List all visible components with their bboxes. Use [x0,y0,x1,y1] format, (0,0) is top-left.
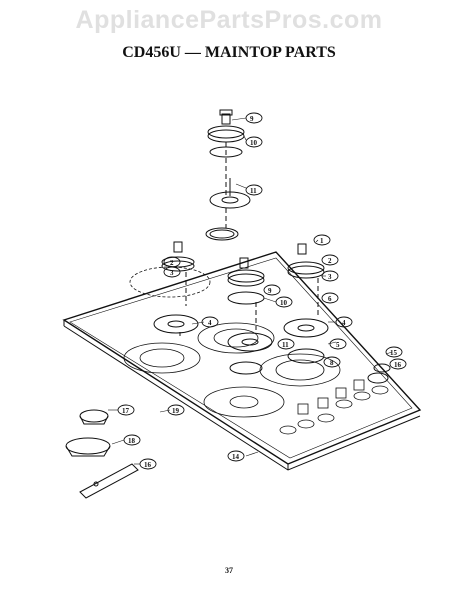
callout-2-left: 2 [170,259,174,267]
top-burner-stack [205,109,251,241]
callout-2-right: 2 [328,257,332,265]
left-burner-stack [153,241,199,338]
callout-10-mid: 9 [268,287,272,295]
loose-parts [65,363,391,499]
callout-17: 17 [122,407,130,415]
callout-circles [117,112,407,470]
callout-11-top: 10 [250,139,258,147]
right-burner-stack [283,243,329,364]
callout-1: 1 [320,237,324,245]
callout-3-right: 3 [328,273,332,281]
middle-burner-stack [227,257,273,375]
callout-15: 15 [390,349,398,357]
diagram-title: CD456U — MAINTOP PARTS [122,44,336,61]
callout-18: 18 [128,437,136,445]
callout-12-top: 11 [250,187,257,195]
callout-12-mid: 11 [282,341,289,349]
callout-16-left: 16 [144,461,152,469]
burner-openings [123,266,341,418]
maintop-plate [62,251,422,471]
callout-16-right: 16 [394,361,402,369]
callout-10-top: 9 [250,115,254,123]
control-knobs [279,379,389,435]
callout-8: 8 [330,359,334,367]
watermark: AppliancePartsPros.com [75,6,383,34]
callout-labels: 9 10 11 1 2 3 6 2 3 4 9 10 4 11 5 8 19 1… [122,115,402,469]
callout-5: 5 [336,341,340,349]
callout-11-mid: 10 [280,299,288,307]
callout-6: 6 [328,295,332,303]
callout-3-left: 3 [170,269,174,277]
callout-4-right: 4 [342,319,346,327]
callout-4-left: 4 [208,319,212,327]
callout-14: 14 [232,453,240,461]
leader-lines [108,117,393,465]
page-number: 37 [225,566,233,575]
callout-19: 19 [172,407,180,415]
